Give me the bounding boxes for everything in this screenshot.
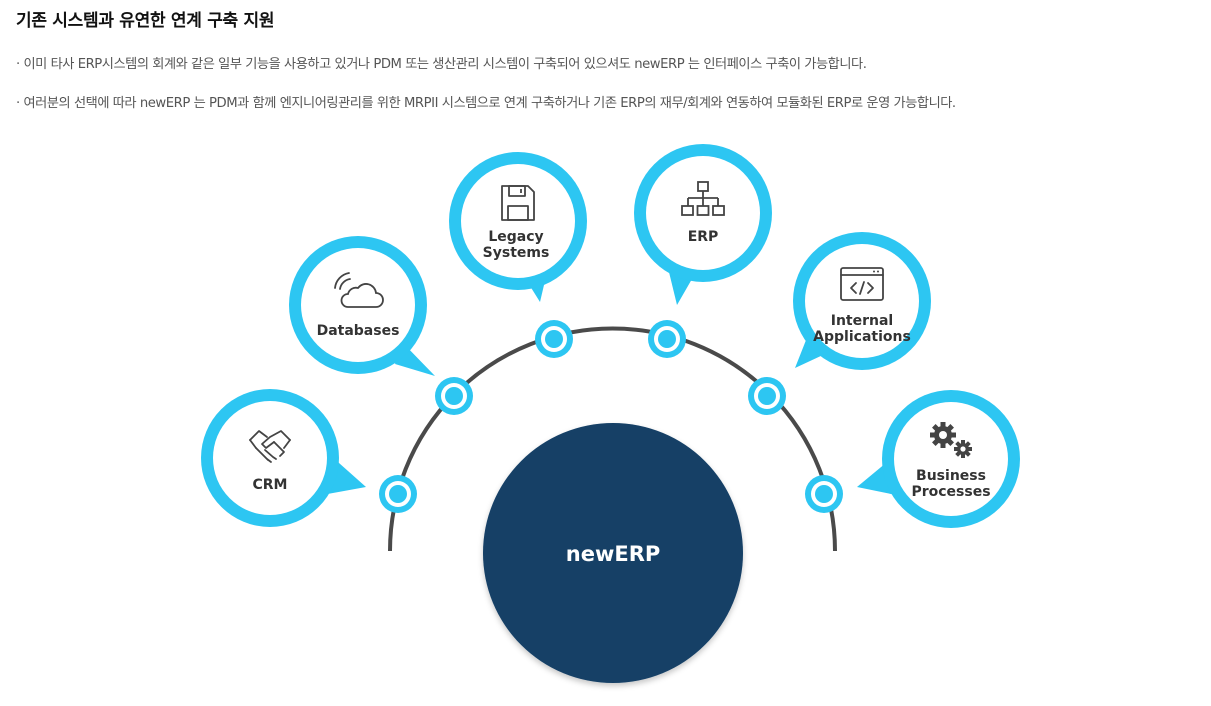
connector-node <box>379 475 417 513</box>
connector-node <box>435 377 473 415</box>
bubble-label: Applications <box>813 329 911 345</box>
bubble-crm: CRM <box>201 389 366 527</box>
handshake-icon <box>249 430 291 463</box>
bubble-label: CRM <box>253 477 288 493</box>
connector-node <box>805 475 843 513</box>
bubble-internal-applications: Internal Applications <box>793 232 931 370</box>
bubble-label: Internal <box>831 313 893 329</box>
bubble-label: Business <box>916 468 986 484</box>
bubble-business-processes: Business Processes <box>857 390 1020 528</box>
bubble-databases: Databases <box>289 236 435 376</box>
bubble-label: Systems <box>483 245 550 261</box>
page-title: 기존 시스템과 유연한 연계 구축 지원 <box>16 11 275 31</box>
bubble-label: Databases <box>317 323 400 339</box>
bubble-label: Legacy <box>488 229 543 245</box>
code-window-icon <box>840 267 884 301</box>
center-label: newERP <box>566 542 661 566</box>
cloud-icon <box>334 272 384 308</box>
center-node: newERP <box>483 423 743 683</box>
description-line-2: · 여러분의 선택에 따라 newERP 는 PDM과 함께 엔지니어링관리를 … <box>16 96 956 111</box>
connector-node <box>648 320 686 358</box>
connector-nodes <box>379 320 843 513</box>
connector-node <box>535 320 573 358</box>
floppy-disk-icon <box>501 185 535 221</box>
hierarchy-icon <box>681 181 725 216</box>
connection-arc <box>388 326 837 552</box>
bubble-label: Processes <box>911 484 990 500</box>
connector-node <box>748 377 786 415</box>
gears-icon <box>930 422 972 458</box>
bubble-label: ERP <box>688 229 719 245</box>
bubble-legacy-systems: Legacy Systems <box>449 152 587 302</box>
description-line-1: · 이미 타사 ERP시스템의 회계와 같은 일부 기능을 사용하고 있거나 P… <box>16 57 867 72</box>
bubble-erp: ERP <box>634 144 772 305</box>
